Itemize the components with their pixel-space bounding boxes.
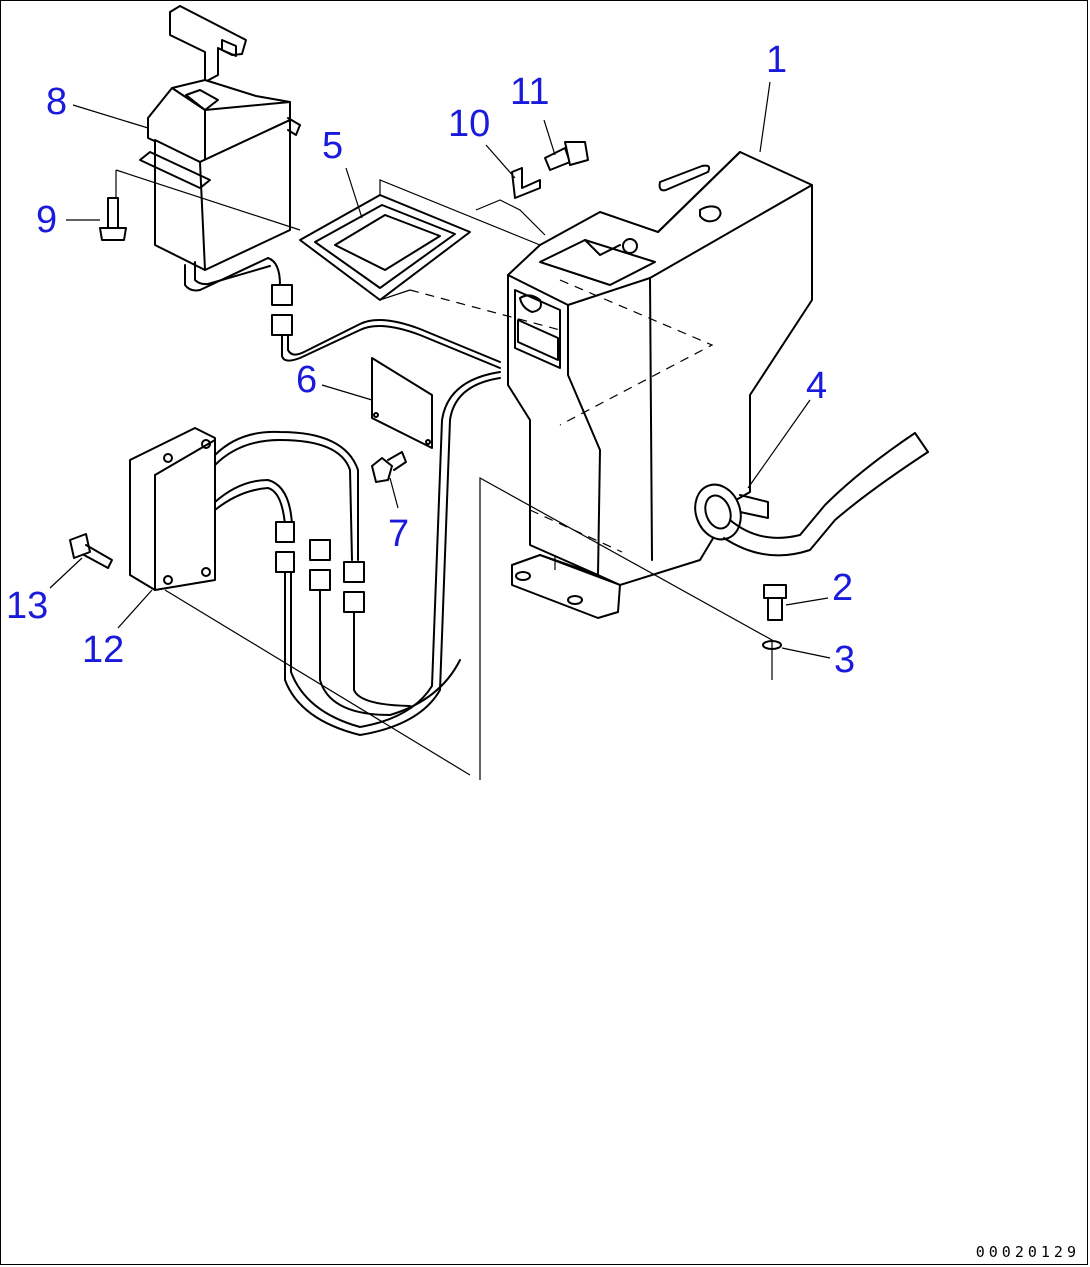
bolt-7 [371,451,407,483]
callout-2: 2 [832,567,853,609]
callout-3: 3 [834,639,855,681]
leader-lines [49,81,831,659]
callout-11: 11 [510,71,549,113]
callout-10: 10 [448,103,490,145]
callout-9: 9 [36,199,57,241]
callouts: 1 2 3 4 5 6 7 8 9 10 11 12 13 [6,39,855,681]
callout-13: 13 [6,585,48,627]
callout-8: 8 [46,81,67,123]
controller-unit [129,371,501,736]
gasket-plate [299,179,541,301]
callout-5: 5 [322,125,343,167]
callout-7: 7 [388,513,409,555]
drawing-number: 00020129 [975,1243,1080,1261]
console-housing [507,151,813,619]
reference-lines [115,169,773,780]
callout-6: 6 [296,359,317,401]
callout-12: 12 [82,629,124,671]
cover-plate [371,357,433,449]
callout-4: 4 [806,365,827,407]
fasteners [69,141,787,650]
grommet-and-cable [694,432,929,557]
lever-box [139,5,501,369]
callout-1: 1 [766,39,787,81]
